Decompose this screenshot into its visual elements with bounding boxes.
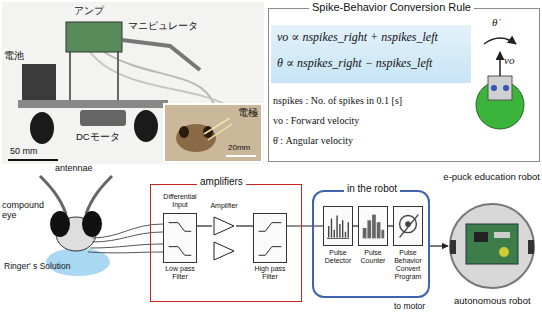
definition: θ̇ : Angular velocity — [273, 135, 353, 147]
group-title: in the robot — [344, 183, 400, 195]
detector-symbol — [323, 206, 353, 246]
signal-line — [430, 245, 448, 246]
signal-line — [236, 225, 253, 226]
electrode-wires — [88, 224, 163, 253]
moth-head — [40, 176, 112, 276]
symbol-label: vo — [504, 54, 514, 67]
part-label: 電池 — [4, 50, 24, 62]
part-label: antennae — [55, 163, 93, 173]
part-label: compound eye — [2, 200, 46, 221]
photo-ground — [2, 2, 264, 164]
part-label: 電極 — [238, 108, 258, 119]
block-label: Differential Input — [157, 193, 203, 209]
scale-label: 20mm — [228, 143, 250, 152]
signal-line — [287, 225, 323, 226]
definition: nspikes : No. of spikes in 0.1 [s] — [273, 95, 402, 107]
process-box: Pulse Counter — [357, 206, 389, 286]
process-box: Pulse Detector — [322, 206, 354, 286]
block-label: Pulse Behavior Convert Program — [390, 249, 426, 281]
scale-label: 50 mm — [10, 146, 38, 156]
equation: vo ∝ nspikes_right + nspikes_left — [277, 31, 438, 45]
block-label: Amplifier — [207, 202, 241, 210]
amplifier-group: amplifiersDifferential InputLow pass Fil… — [150, 184, 302, 302]
edge-label: to motor — [392, 302, 427, 312]
part-label: DCモータ — [76, 132, 120, 143]
block-label: Pulse Detector — [320, 249, 356, 265]
filter-block: High pass Filter — [247, 193, 293, 293]
robot-photo — [8, 22, 224, 160]
part-label: Ringer' s Solution — [4, 262, 70, 272]
rule-panel: Spike-Behavior Conversion Rulevo ∝ nspik… — [268, 8, 540, 162]
block-label: Low pass Filter — [157, 265, 203, 281]
equation: θ ∝ nspikes_right − nspikes_left — [277, 57, 432, 71]
robot-title: e-puck education robot — [442, 172, 540, 183]
signal-line — [197, 225, 212, 226]
convert-symbol — [393, 206, 423, 246]
counter-symbol — [358, 206, 388, 246]
filter-block: Differential InputLow pass Filter — [157, 193, 203, 293]
symbol-label: θ̇ — [492, 16, 497, 29]
panel-title: Spike-Behavior Conversion Rule — [309, 1, 474, 14]
highpass-symbol — [253, 213, 287, 263]
amp-symbol — [212, 213, 236, 263]
group-title: amplifiers — [197, 176, 246, 188]
block-label: Pulse Counter — [355, 249, 391, 265]
epuck-symbol — [448, 202, 536, 290]
amplifier-block: Amplifier — [207, 193, 241, 273]
robot-group: in the robotPulse DetectorPulse CounterP… — [312, 190, 430, 298]
robot-figure — [476, 38, 524, 129]
robot-photo-box: e-puck education robot — [442, 172, 540, 296]
block-label: High pass Filter — [247, 265, 293, 281]
inset-photo — [164, 104, 262, 162]
caption-label: autonomous robot — [454, 296, 531, 307]
definition: vo : Forward velocity — [273, 115, 359, 127]
part-label: マニピュレータ — [128, 20, 198, 32]
process-box: Pulse Behavior Convert Program — [392, 206, 424, 286]
lowpass-symbol — [163, 213, 197, 263]
part-label: アンプ — [74, 5, 104, 17]
